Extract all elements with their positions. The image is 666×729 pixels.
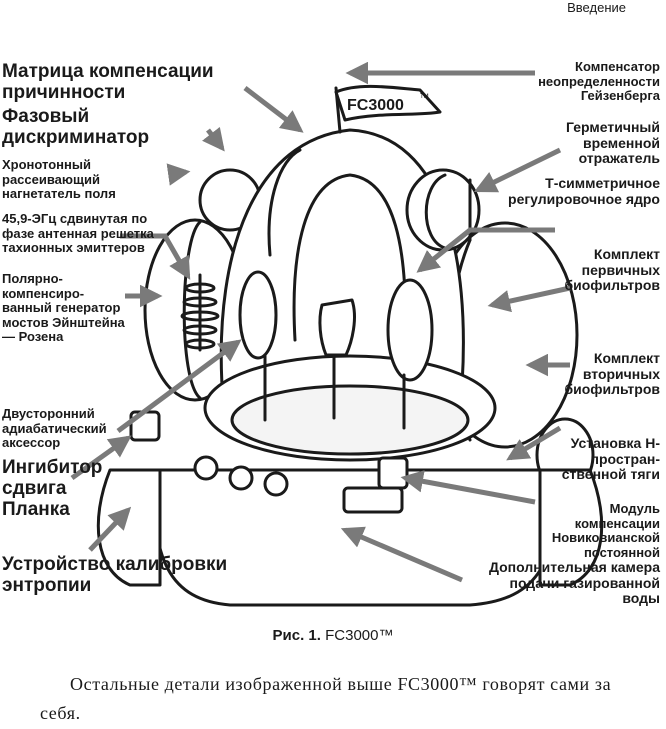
arrow-novikov (400, 470, 536, 505)
flag (334, 84, 442, 122)
arrow-antenna (120, 233, 191, 280)
flag-tm: TM (420, 94, 429, 100)
fc3000-illustration: FC3000 TM (70, 61, 604, 607)
arrow-entropy (88, 506, 132, 552)
dome-window (292, 173, 407, 342)
label-novikov: Модуль компенсации Новиковианской постоя… (551, 501, 660, 560)
label-tcore: Т-симметричное регулировочное ядро (508, 175, 660, 207)
label-reflector: Герметичный временной отражатель (566, 119, 660, 167)
label-phase: Фазовый дискриминатор (2, 106, 150, 148)
label-matrix: Матрица компенсации причинности (2, 61, 214, 103)
flag-text: FC3000 (347, 97, 404, 114)
left-rear-pod-cap (182, 220, 202, 400)
knob-1 (193, 455, 219, 481)
knob-3 (263, 471, 289, 497)
label-accessor: Двусторонний адиабатический аксессор (2, 406, 107, 451)
label-inhibitor: Ингибитор сдвига Планка (2, 457, 103, 520)
label-soda: Дополнительная камера подачи газированно… (488, 559, 660, 607)
right-base-pod (538, 468, 604, 587)
label-entropy: Устройство калибровки энтропии (2, 554, 228, 596)
arrow-matrix (243, 86, 304, 133)
right-biofilter-pod (386, 278, 434, 382)
label-heisenberg: Компенсатор неопределенности Гейзенберга (538, 59, 660, 104)
arrow-phase (202, 126, 225, 152)
arrow-bio1 (487, 285, 571, 313)
right-canister (377, 456, 409, 490)
display-slot (342, 486, 404, 514)
arrow-thrust (506, 425, 562, 461)
knob-2 (228, 465, 254, 491)
caption-text: FC3000™ (325, 627, 394, 644)
pilot-chair (318, 298, 356, 357)
label-antenna: 45,9-ЭГц сдвинутая по фазе антенная реше… (2, 211, 154, 256)
reflector-pod (405, 168, 481, 252)
arrow-tcore (416, 227, 555, 273)
label-bio2: Комплект вторичных биофильтров (564, 350, 661, 398)
arrow-inhibitor (70, 435, 132, 481)
running-header: Введение (567, 0, 626, 15)
arrow-chrono (166, 163, 191, 186)
label-chrono: Хронотонный рассеивающий нагнетатель пол… (2, 157, 116, 202)
caption-prefix: Рис. 1. (272, 627, 321, 644)
label-bio1: Комплект первичных биофильтров (564, 246, 661, 294)
arrow-reflector (473, 147, 562, 193)
figure-caption: Рис. 1. FC3000™ (0, 627, 666, 644)
label-thrust: Установка Н-простран-ственной тяги (561, 435, 660, 483)
arrow-accessor (116, 339, 242, 434)
arrow-soda (340, 526, 463, 583)
label-polar: Полярно-компенсиро-ванный генератор мост… (2, 271, 125, 345)
left-biofilter-pod (238, 270, 278, 360)
body-paragraph: Остальные детали изображенной выше FC300… (40, 674, 612, 723)
